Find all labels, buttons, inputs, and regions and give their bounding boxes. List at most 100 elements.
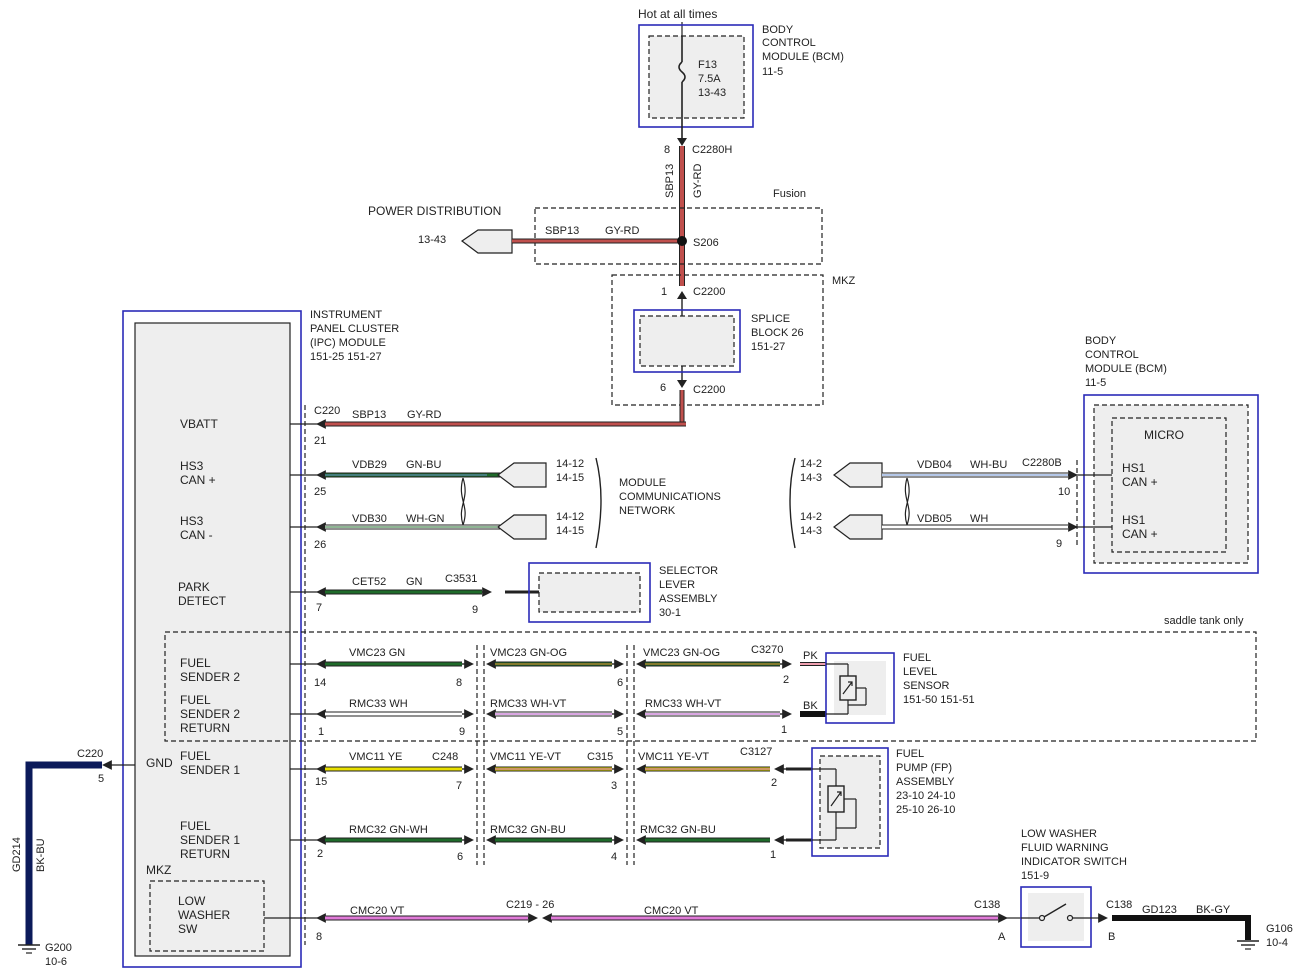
fs2-seg2-label: VMC23 GN-OG bbox=[490, 647, 567, 659]
fuse-name: F13 bbox=[698, 59, 717, 71]
mcn-brace-right bbox=[789, 457, 796, 549]
g106-name: G106 bbox=[1266, 923, 1293, 935]
fs2-seg3-label: VMC23 GN-OG bbox=[643, 647, 720, 659]
fs2r-pin-3: 5 bbox=[617, 726, 623, 738]
power-distribution-ref: 13-43 bbox=[418, 234, 446, 246]
ipc-pin-hs3m-2: CAN - bbox=[180, 528, 213, 542]
c2200-top-pin: 1 bbox=[661, 286, 667, 298]
fuel-level-title-1: FUEL bbox=[903, 652, 931, 664]
fusion-label: Fusion bbox=[773, 188, 806, 200]
c2200-top-connector-icon bbox=[677, 291, 687, 299]
c2200-bottom-name: C2200 bbox=[693, 384, 725, 396]
vdb05-ref-1: 14-2 bbox=[800, 511, 822, 523]
vdb04-pin: 10 bbox=[1058, 486, 1070, 498]
gd123-label: GD123 bbox=[1142, 904, 1177, 916]
fs1-pin-3: 3 bbox=[611, 780, 617, 792]
fs1r-pin-2: 6 bbox=[457, 851, 463, 863]
park-color: GN bbox=[406, 576, 423, 588]
fs1r-pin-3: 4 bbox=[611, 851, 617, 863]
fuel-pump-title-4: 23-10 24-10 bbox=[896, 790, 955, 802]
bcm-top-title-3: MODULE (BCM) bbox=[762, 51, 844, 63]
vdb04-circuit: VDB04 bbox=[917, 459, 952, 471]
hs3p-color: GN-BU bbox=[406, 459, 442, 471]
power-distribution-circuit: SBP13 bbox=[545, 225, 579, 237]
fuel-level-sensor-box bbox=[825, 652, 895, 724]
fs2r-pin-2: 9 bbox=[459, 726, 465, 738]
hs3m-page-ref-icon bbox=[497, 514, 547, 540]
fs2-pin-4: 2 bbox=[783, 674, 789, 686]
micro-box bbox=[1111, 417, 1227, 553]
fuel-level-title-4: 151-50 151-51 bbox=[903, 694, 975, 706]
fs2r-seg3-label: RMC33 WH-VT bbox=[645, 698, 722, 710]
gnd-pin: 5 bbox=[98, 773, 104, 785]
vdb04-page-ref-icon bbox=[833, 462, 883, 488]
ipc-pin-fs1r-1: FUEL bbox=[180, 819, 211, 833]
gd123-wire bbox=[1112, 915, 1251, 940]
bcm-right-title-3: MODULE (BCM) bbox=[1085, 363, 1167, 375]
vbatt-color: GY-RD bbox=[407, 409, 441, 421]
selector-lever-box bbox=[528, 562, 651, 623]
hs3p-page-ref-icon bbox=[497, 462, 547, 488]
park-pin-a: 7 bbox=[316, 602, 322, 614]
c2280h-pin: 8 bbox=[664, 144, 670, 156]
ground-icon bbox=[18, 944, 40, 954]
selector-title-4: 30-1 bbox=[659, 607, 681, 619]
fs2r-seg2-label: RMC33 WH-VT bbox=[490, 698, 567, 710]
bcm-top-title-1: BODY bbox=[762, 24, 794, 36]
hs3m-pin: 26 bbox=[314, 539, 326, 551]
fs2-pin-1: 14 bbox=[314, 677, 326, 689]
mkz-region bbox=[611, 274, 824, 406]
bcm-right-title-1: BODY bbox=[1085, 335, 1117, 347]
ipc-pin-fs1-1: FUEL bbox=[180, 749, 211, 763]
hs3m-ref-1: 14-12 bbox=[556, 511, 584, 523]
ipc-pin-hs3p-1: HS3 bbox=[180, 459, 204, 473]
park-pin-b: 9 bbox=[472, 604, 478, 616]
selector-title-2: LEVER bbox=[659, 579, 695, 591]
splice-block-title-1: SPLICE bbox=[751, 313, 790, 325]
fs1r-seg1-label: RMC32 GN-WH bbox=[349, 824, 428, 836]
pump-sensor-icon bbox=[812, 768, 857, 841]
hs3p-circuit: VDB29 bbox=[352, 459, 387, 471]
washer-sw-box bbox=[149, 880, 265, 952]
washer-conn-mid: C219 - 26 bbox=[506, 899, 554, 911]
bcm-top-title-4: 11-5 bbox=[762, 66, 783, 78]
splice-block-title-3: 151-27 bbox=[751, 341, 785, 353]
washer-pin-b: B bbox=[1108, 931, 1115, 943]
vdb05-ref-2: 14-3 bbox=[800, 525, 822, 537]
fs2-end: PK bbox=[803, 650, 818, 662]
park-circuit: CET52 bbox=[352, 576, 386, 588]
fs2-conn: C3270 bbox=[751, 644, 783, 656]
ipc-pin-fs2r-3: RETURN bbox=[180, 721, 230, 735]
washer-switch-title-1: LOW WASHER bbox=[1021, 828, 1097, 840]
ipc-pin-vbatt: VBATT bbox=[180, 417, 218, 431]
selector-title-3: ASSEMBLY bbox=[659, 593, 718, 605]
fuel-pump-box bbox=[811, 747, 889, 857]
gd214-label: GD214 bbox=[11, 837, 23, 872]
vdb05-color: WH bbox=[970, 513, 988, 525]
power-distribution-color: GY-RD bbox=[605, 225, 639, 237]
micro-label: MICRO bbox=[1144, 428, 1184, 442]
ipc-pin-fs2r-1: FUEL bbox=[180, 693, 211, 707]
bcm-right-title-4: 11-5 bbox=[1085, 377, 1106, 389]
c2200-bottom-connector-icon bbox=[677, 380, 687, 388]
bcm-right-p1-1: HS1 bbox=[1122, 461, 1146, 475]
bcm-right-box bbox=[1083, 394, 1259, 574]
g200-name: G200 bbox=[45, 942, 72, 954]
bcm-right-p1-2: CAN + bbox=[1122, 475, 1158, 489]
hs3p-pin: 25 bbox=[314, 486, 326, 498]
c2280h-color: GY-RD bbox=[692, 164, 704, 198]
ipc-pin-hs3p-2: CAN + bbox=[180, 473, 216, 487]
saddle-tank-label: saddle tank only bbox=[1164, 615, 1244, 627]
c2280h-circuit: SBP13 bbox=[664, 164, 676, 198]
ipc-pin-fs1r-3: RETURN bbox=[180, 847, 230, 861]
ipc-pin-fs1-2: SENDER 1 bbox=[180, 763, 240, 777]
hs3m-circuit: VDB30 bbox=[352, 513, 387, 525]
fuel-level-title-2: LEVEL bbox=[903, 666, 937, 678]
hs3p-ref-2: 14-15 bbox=[556, 472, 584, 484]
vdb05-pin: 9 bbox=[1056, 538, 1062, 550]
mcn-title-2: COMMUNICATIONS bbox=[619, 491, 721, 503]
fs1r-pin-1: 2 bbox=[317, 848, 323, 860]
fuel-pump-title-3: ASSEMBLY bbox=[896, 776, 955, 788]
g200-ref: 10-6 bbox=[45, 956, 67, 968]
